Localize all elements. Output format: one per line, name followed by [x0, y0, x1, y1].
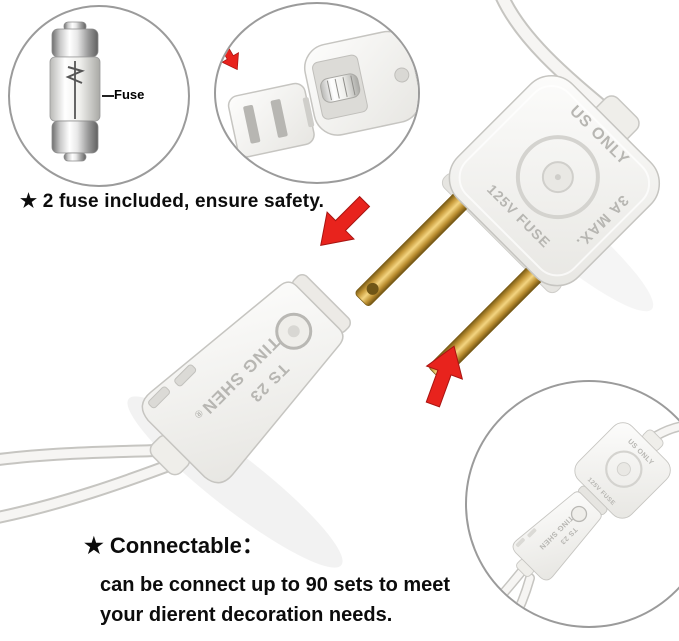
connectable-line-1: can be connect up to 90 sets to meet — [100, 574, 451, 596]
carrier-edge — [302, 97, 315, 128]
male-prong-hole — [366, 282, 379, 295]
connectable-text-block: ★ Connectable： can be connect up to 90 s… — [84, 528, 450, 630]
fuse-bottom-cap — [51, 120, 99, 154]
fuse-hatch — [350, 75, 356, 96]
male-prongs — [355, 189, 546, 380]
open-plug-illustration — [218, 30, 418, 158]
joined-female-circle — [570, 505, 588, 523]
male-body-highlight — [458, 84, 651, 277]
carrier-slot — [270, 99, 288, 138]
fuse-hatch — [342, 77, 348, 97]
fuse-pointer-line — [102, 95, 114, 97]
open-plug-parts — [227, 30, 418, 158]
female-grip-slot — [148, 386, 170, 409]
joined-grip-slot — [515, 537, 525, 548]
joined-male-circle-inner — [616, 462, 631, 477]
cord-hole — [394, 67, 410, 83]
joined-plugs-inset-circle: US ONLY 125V FUSE TING SHEN TS 23 — [465, 380, 679, 628]
open-plug-inset-circle — [214, 2, 420, 184]
red-arrow-connect-down-icon — [320, 195, 371, 247]
male-plug: US ONLY 3A MAX. 125V FUSE — [355, 74, 661, 380]
female-grip-slot — [174, 364, 197, 387]
connectable-title: ★ Connectable： — [84, 533, 264, 558]
male-fuse-cover-circle — [515, 135, 600, 220]
joined-male-cord — [651, 421, 679, 441]
joined-grip-slot — [527, 528, 537, 538]
male-fuse-cover-dot — [554, 174, 561, 181]
fuse-element — [65, 66, 85, 84]
fuse-label: Fuse — [114, 87, 145, 102]
fuse-hatch — [326, 80, 332, 101]
red-arrow-connect-up-icon — [425, 345, 464, 408]
joined-plugs-illustration: US ONLY 125V FUSE TING SHEN TS 23 — [472, 421, 679, 626]
joined-plug-pair: US ONLY 125V FUSE TING SHEN TS 23 — [512, 422, 671, 581]
female-power-cord — [0, 443, 185, 524]
safety-note-text: ★ 2 fuse included, ensure safety. — [20, 191, 325, 212]
prong-carrier — [227, 82, 315, 158]
joined-male-circle — [605, 450, 643, 488]
fuse-hatch — [334, 78, 340, 99]
carrier-slot — [243, 105, 261, 144]
female-fuse-cover-dot — [287, 325, 300, 338]
female-plug: TING SHEN ® TS 23 — [141, 274, 351, 484]
fuse-illustration — [49, 21, 101, 162]
fuse-bottom-nub — [63, 152, 87, 162]
connectable-line-2: your dierent decoration needs. — [100, 604, 393, 626]
fuse-top-cap — [51, 28, 99, 58]
fuse-inset-circle: Fuse — [8, 5, 190, 187]
